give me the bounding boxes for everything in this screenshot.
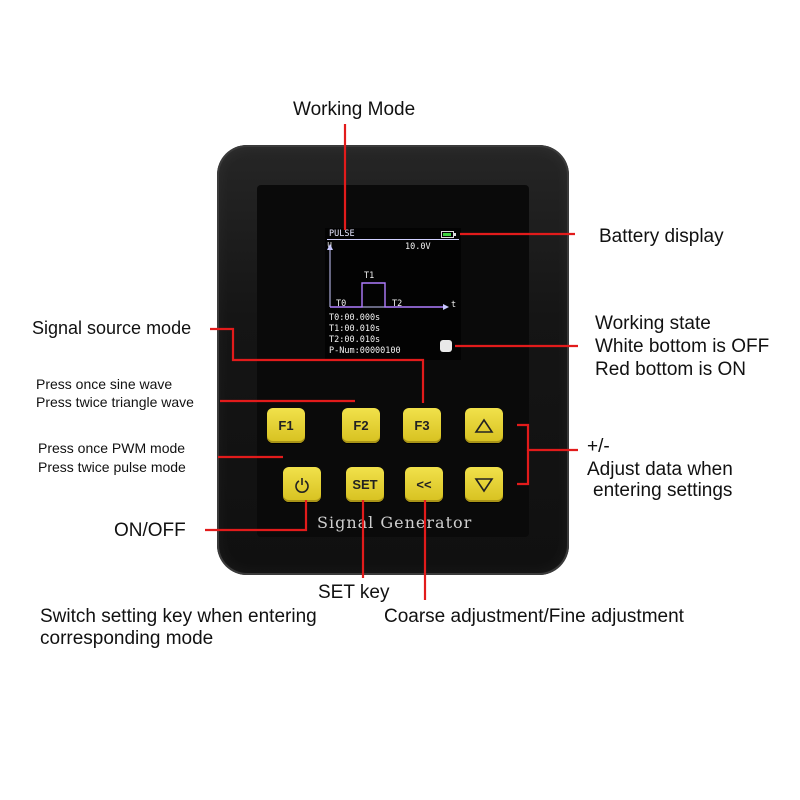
- mode-underline: [327, 239, 459, 240]
- pwm-mode-label: Press once PWM mode: [38, 440, 186, 456]
- pnum-value: P-Num:00000100: [329, 346, 401, 356]
- plus-minus-label: +/-: [587, 436, 610, 457]
- working-mode-label: Working Mode: [293, 99, 416, 120]
- battery-display-label: Battery display: [599, 226, 724, 247]
- t0-value: T0:00.000s: [329, 313, 381, 323]
- brand-label: Signal Generator: [317, 513, 473, 532]
- f2-button[interactable]: F2: [342, 408, 380, 443]
- mode-title: PULSE: [329, 229, 355, 239]
- t-axis-label: t: [451, 300, 457, 310]
- working-state-indicator: [440, 340, 452, 352]
- corresponding-mode-label: corresponding mode: [40, 628, 214, 649]
- t1-value: T1:00.010s: [329, 324, 381, 334]
- sine-wave-label: Press once sine wave: [36, 376, 173, 392]
- switch-setting-label: Switch setting key when entering: [40, 606, 317, 627]
- voltage-readout: 10.0V: [405, 242, 431, 252]
- pulse-waveform: [330, 282, 443, 308]
- power-button[interactable]: [283, 467, 321, 502]
- f1-button[interactable]: F1: [267, 408, 305, 443]
- set-button[interactable]: SET: [346, 467, 384, 502]
- working-state-off-label: White bottom is OFF: [595, 336, 770, 357]
- working-state-label: Working state: [595, 313, 711, 334]
- signal-source-mode-label: Signal source mode: [32, 318, 192, 338]
- on-off-label: ON/OFF: [114, 520, 186, 541]
- triangle-wave-label: Press twice triangle wave: [36, 394, 194, 410]
- entering-settings-label: entering settings: [593, 480, 733, 501]
- t2-value: T2:00.010s: [329, 335, 381, 345]
- power-icon: [295, 477, 309, 493]
- pulse-mode-label: Press twice pulse mode: [38, 459, 186, 475]
- signal-generator-device: PULSE u 10.0V T1 T0 T2 t T0:00.000s T1:0…: [217, 145, 569, 575]
- set-key-label: SET key: [318, 582, 390, 603]
- working-state-on-label: Red bottom is ON: [595, 359, 746, 380]
- waveform-plot: [327, 244, 449, 310]
- t1-label: T1: [364, 271, 375, 281]
- down-button[interactable]: [465, 467, 503, 502]
- f3-button[interactable]: F3: [403, 408, 441, 443]
- up-triangle-icon: [474, 418, 494, 433]
- t-axis-arrow: [443, 304, 449, 310]
- up-button[interactable]: [465, 408, 503, 443]
- t0-label: T0: [336, 299, 347, 309]
- coarse-fine-label: Coarse adjustment/Fine adjustment: [384, 606, 684, 627]
- down-triangle-icon: [474, 477, 494, 492]
- adjust-data-label: Adjust data when: [587, 459, 733, 480]
- coarse-fine-button[interactable]: <<: [405, 467, 443, 502]
- t2-label: T2: [392, 299, 403, 309]
- battery-icon: [441, 231, 456, 238]
- u-axis-arrow: [327, 244, 333, 250]
